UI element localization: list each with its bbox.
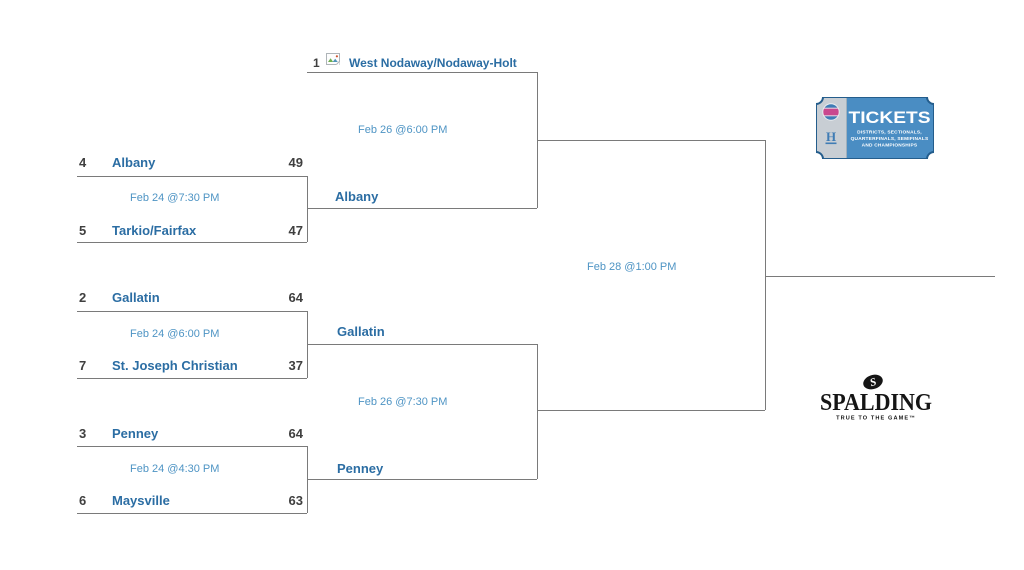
team-seed: 2: [79, 290, 87, 305]
game-datetime: Feb 24 @4:30 PM: [130, 463, 220, 475]
spalding-oval-icon: S: [863, 374, 883, 390]
bracket-line: [307, 479, 537, 480]
bracket-line: [765, 140, 766, 410]
tickets-subtitle: AND CHAMPIONSHIPS: [862, 143, 918, 149]
spalding-wordmark: SPALDING: [820, 390, 932, 416]
tickets-banner[interactable]: H TICKETS DISTRICTS, SECTIONALS, QUARTER…: [815, 96, 935, 164]
mshsaa-seal-icon: [822, 103, 840, 121]
bye-team-link[interactable]: West Nodaway/Nodaway-Holt: [349, 56, 517, 70]
tickets-subtitle: QUARTERFINALS, SEMIFINALS: [851, 136, 929, 142]
team-seed: 7: [79, 358, 87, 373]
team-link[interactable]: Penney: [112, 426, 159, 441]
team-score: 64: [288, 290, 303, 305]
final-datetime: Feb 28 @1:00 PM: [587, 261, 677, 273]
winner-link[interactable]: Albany: [335, 189, 379, 204]
bye-seed: 1: [313, 56, 320, 70]
game-datetime: Feb 24 @7:30 PM: [130, 192, 220, 204]
team-seed: 5: [79, 223, 87, 238]
bracket-line: [537, 344, 538, 479]
team-seed: 6: [79, 493, 87, 508]
bracket-line: [77, 378, 307, 379]
tickets-word: TICKETS: [849, 108, 931, 127]
team-score: 37: [288, 358, 303, 373]
semifinal-datetime: Feb 26 @7:30 PM: [358, 396, 448, 408]
winner-link[interactable]: Penney: [337, 461, 384, 476]
stub-letter: H: [826, 129, 836, 144]
tickets-subtitle: DISTRICTS, SECTIONALS,: [857, 130, 922, 136]
championship-line: [765, 276, 995, 277]
team-link[interactable]: Maysville: [112, 493, 170, 508]
team-link[interactable]: Tarkio/Fairfax: [112, 223, 197, 238]
bracket-line: [307, 72, 537, 73]
bracket-line: [77, 242, 307, 243]
game-datetime: Feb 24 @6:00 PM: [130, 328, 220, 340]
team-score: 47: [288, 223, 303, 238]
team-seed: 4: [79, 155, 87, 170]
bracket-line: [307, 208, 537, 209]
team-score: 64: [288, 426, 303, 441]
spalding-tagline: TRUE TO THE GAME™: [836, 416, 916, 422]
bracket-line: [307, 176, 308, 242]
team-score: 49: [288, 155, 303, 170]
bracket-line: [77, 446, 307, 447]
semifinal-datetime: Feb 26 @6:00 PM: [358, 124, 448, 136]
winner-link[interactable]: Gallatin: [337, 324, 385, 339]
bracket-line: [307, 344, 537, 345]
bracket-line: [77, 176, 307, 177]
team-link[interactable]: Albany: [112, 155, 156, 170]
team-link[interactable]: St. Joseph Christian: [112, 358, 238, 373]
broken-image-icon: [326, 53, 341, 72]
team-score: 63: [288, 493, 303, 508]
bracket-line: [537, 140, 765, 141]
bracket-line: [537, 410, 765, 411]
svg-text:S: S: [868, 376, 878, 389]
team-seed: 3: [79, 426, 87, 441]
spalding-logo[interactable]: S SPALDING TRUE TO THE GAME™: [818, 371, 936, 432]
bracket-line: [77, 513, 307, 514]
bracket-line: [77, 311, 307, 312]
team-link[interactable]: Gallatin: [112, 290, 160, 305]
